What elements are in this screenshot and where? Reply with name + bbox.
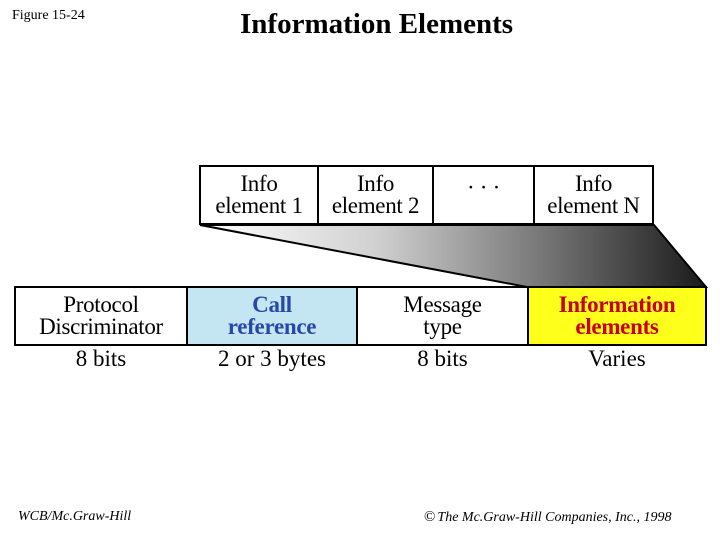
info-element-ellipsis-cell: · · ·: [432, 165, 535, 225]
message-type-field: Message type: [356, 286, 529, 346]
page-title: Information Elements: [240, 8, 514, 40]
information-elements-line1: Information: [558, 292, 676, 318]
call-reference-field: Call reference: [186, 286, 358, 346]
info-element-2-line2: element 2: [331, 193, 420, 218]
message-type-line2: type: [423, 314, 462, 339]
information-elements-size: Varies: [588, 346, 646, 371]
information-elements-field: Information elements: [527, 286, 707, 346]
info-element-1-line2: element 1: [215, 193, 303, 218]
copyright-symbol: ©: [424, 509, 436, 525]
protocol-discriminator-size: 8 bits: [75, 346, 127, 371]
info-element-n-line1: Info: [574, 171, 613, 197]
protocol-discriminator-line1: Protocol: [63, 292, 139, 318]
funnel-shape: [199, 224, 709, 288]
protocol-discriminator-field: Protocol Discriminator: [14, 286, 188, 346]
call-reference-line2: reference: [227, 314, 317, 339]
info-element-1-line1: Info: [240, 171, 278, 197]
info-element-2-line1: Info: [356, 171, 395, 197]
figure-label: Figure 15-24: [12, 8, 85, 23]
info-element-2-cell: Info element 2: [317, 165, 434, 225]
info-element-n-line2: element N: [547, 193, 640, 218]
copyright-text: The Mc.Graw-Hill Companies, Inc., 1998: [437, 510, 672, 525]
call-reference-line1: Call: [252, 292, 292, 318]
info-element-n-cell: Info element N: [533, 165, 654, 225]
message-type-size: 8 bits: [417, 346, 468, 371]
publisher-label: WCB/Mc.Graw-Hill: [18, 509, 132, 524]
protocol-discriminator-line2: Discriminator: [39, 314, 163, 339]
ellipsis-text: · · ·: [467, 175, 500, 200]
info-element-1-cell: Info element 1: [199, 165, 319, 225]
message-type-line1: Message: [403, 292, 482, 318]
call-reference-size: 2 or 3 bytes: [218, 346, 326, 371]
copyright-notice: ©The Mc.Graw-Hill Companies, Inc., 1998: [424, 509, 672, 526]
information-elements-line2: elements: [575, 314, 659, 339]
